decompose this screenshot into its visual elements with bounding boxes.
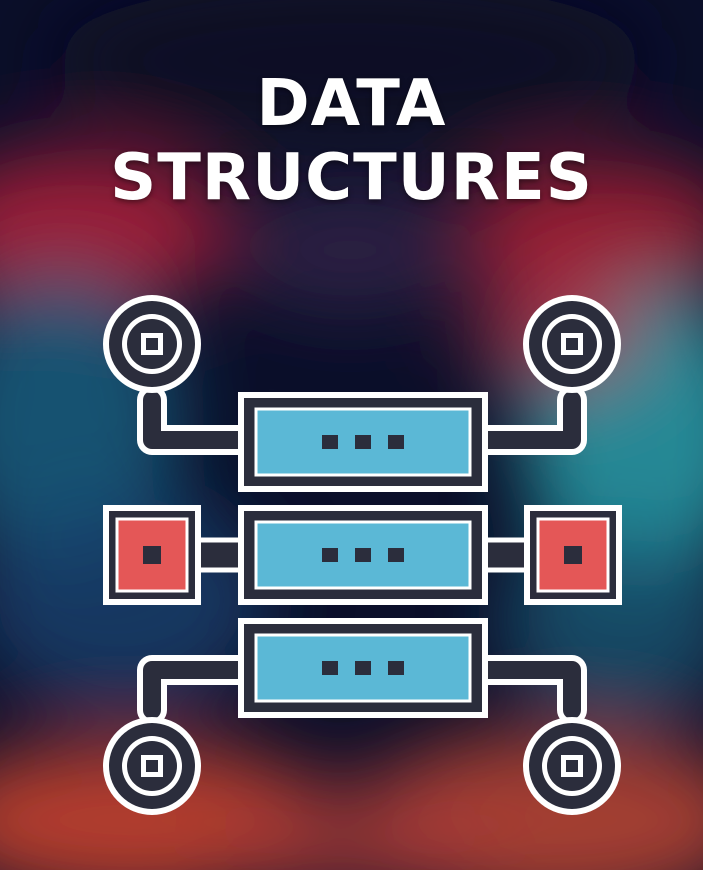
circle-node-top-right [523,295,621,393]
title-line-data: DATA [256,67,447,141]
connector-lines [137,385,587,725]
square-node-right [524,505,622,605]
circle-node-bottom-left [103,717,201,815]
connector-middle-left [193,537,249,573]
circle-node-top-left [103,295,201,393]
title-line-structures: STRUCTURES [110,141,593,215]
square-node-left [103,505,201,605]
circle-node-bottom-right [523,717,621,815]
block-middle [238,505,488,605]
block-bottom [238,618,488,718]
block-top [238,392,488,492]
